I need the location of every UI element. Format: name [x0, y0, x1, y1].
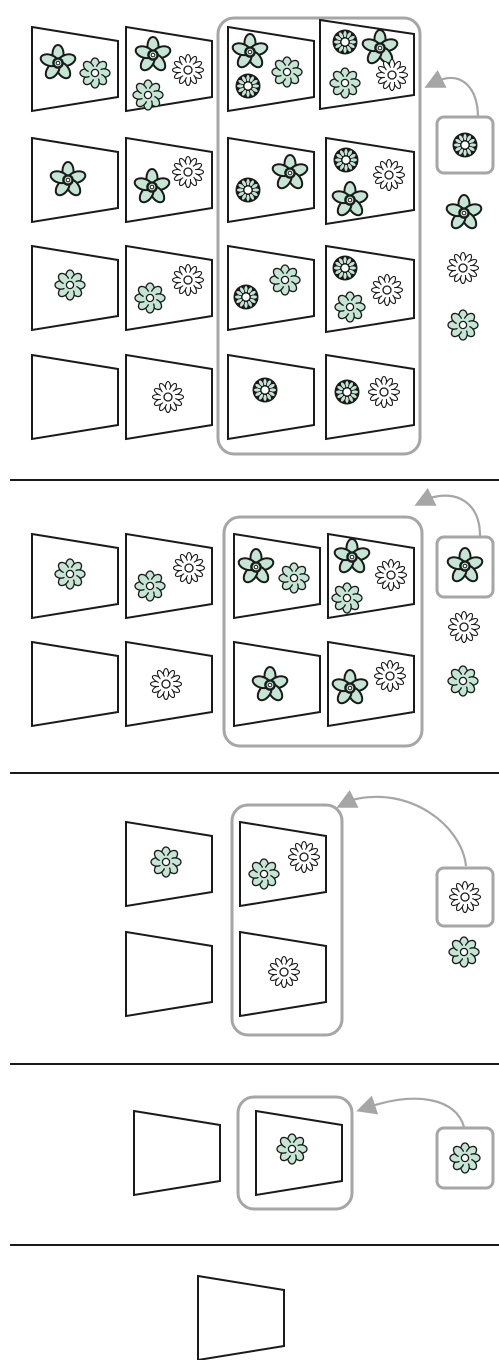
insert-arrow — [418, 496, 480, 536]
dark-blossom-icon — [253, 378, 278, 403]
subset-frame — [126, 822, 212, 906]
stage-5 — [198, 1276, 284, 1360]
subset-frame — [228, 27, 314, 111]
stage-4 — [134, 1097, 493, 1209]
dark-blossom-icon — [234, 285, 259, 310]
green-blossom-icon — [55, 559, 85, 589]
green-blossom-icon — [135, 571, 165, 601]
subset-frame — [32, 534, 118, 618]
green-blossom-icon — [80, 58, 110, 88]
subset-frame — [126, 534, 212, 618]
subset-frame — [126, 138, 212, 222]
stage-2 — [32, 496, 493, 746]
stage-3 — [126, 797, 493, 1035]
dark-blossom-icon — [333, 256, 358, 281]
green-blossom-icon — [249, 859, 279, 889]
subset-frame — [228, 138, 314, 222]
green-blossom-icon — [449, 937, 479, 967]
green-blossom-icon — [279, 563, 309, 593]
stage-1 — [32, 18, 493, 454]
daisy-flower-icon — [449, 612, 480, 643]
green-blossom-icon — [135, 283, 165, 313]
green-blossom-icon — [335, 292, 365, 322]
insert-arrow — [428, 78, 478, 118]
subset-frame — [234, 534, 320, 618]
subset-frame — [228, 355, 314, 439]
subset-frame — [32, 138, 118, 222]
subset-frame — [126, 355, 212, 439]
subset-frame — [32, 246, 118, 330]
subset-frame — [326, 355, 414, 439]
subset-frame — [198, 1276, 284, 1360]
subset-frame — [228, 246, 314, 330]
dark-blossom-icon — [453, 133, 478, 158]
insert-arrow — [360, 1099, 464, 1127]
green-blossom-icon — [332, 583, 362, 613]
daisy-flower-icon — [448, 253, 479, 284]
green-blossom-icon — [450, 1143, 480, 1173]
subset-frame — [126, 932, 212, 1016]
green-blossom-icon — [277, 1134, 307, 1164]
green-blossom-icon — [448, 666, 478, 696]
subset-frame — [32, 355, 118, 439]
subset-frame — [256, 1111, 342, 1195]
subset-frame — [126, 27, 212, 111]
subset-frame — [126, 642, 212, 726]
subset-frame — [126, 246, 212, 330]
subset-frame — [32, 642, 118, 726]
five-petal-flower-icon — [445, 195, 483, 231]
subset-frame — [320, 20, 414, 109]
dark-blossom-icon — [335, 380, 360, 405]
subset-frame — [326, 138, 414, 224]
subset-frame — [134, 1111, 220, 1195]
dark-blossom-icon — [333, 30, 358, 55]
subset-frame — [326, 246, 414, 332]
dark-blossom-icon — [236, 74, 261, 99]
green-blossom-icon — [151, 847, 181, 877]
subset-frame — [328, 534, 414, 618]
insert-arrow — [340, 797, 466, 866]
subset-frame — [328, 642, 414, 726]
green-blossom-icon — [55, 270, 85, 300]
green-blossom-icon — [448, 310, 478, 340]
dark-blossom-icon — [236, 178, 261, 203]
green-blossom-icon — [272, 57, 302, 87]
subset-frame — [240, 822, 326, 906]
subset-frame — [240, 932, 326, 1016]
green-blossom-icon — [330, 68, 360, 98]
subset-frame — [32, 27, 118, 111]
subset-frame — [234, 642, 320, 726]
green-blossom-icon — [270, 265, 300, 295]
dark-blossom-icon — [334, 148, 359, 173]
green-blossom-icon — [133, 80, 163, 110]
